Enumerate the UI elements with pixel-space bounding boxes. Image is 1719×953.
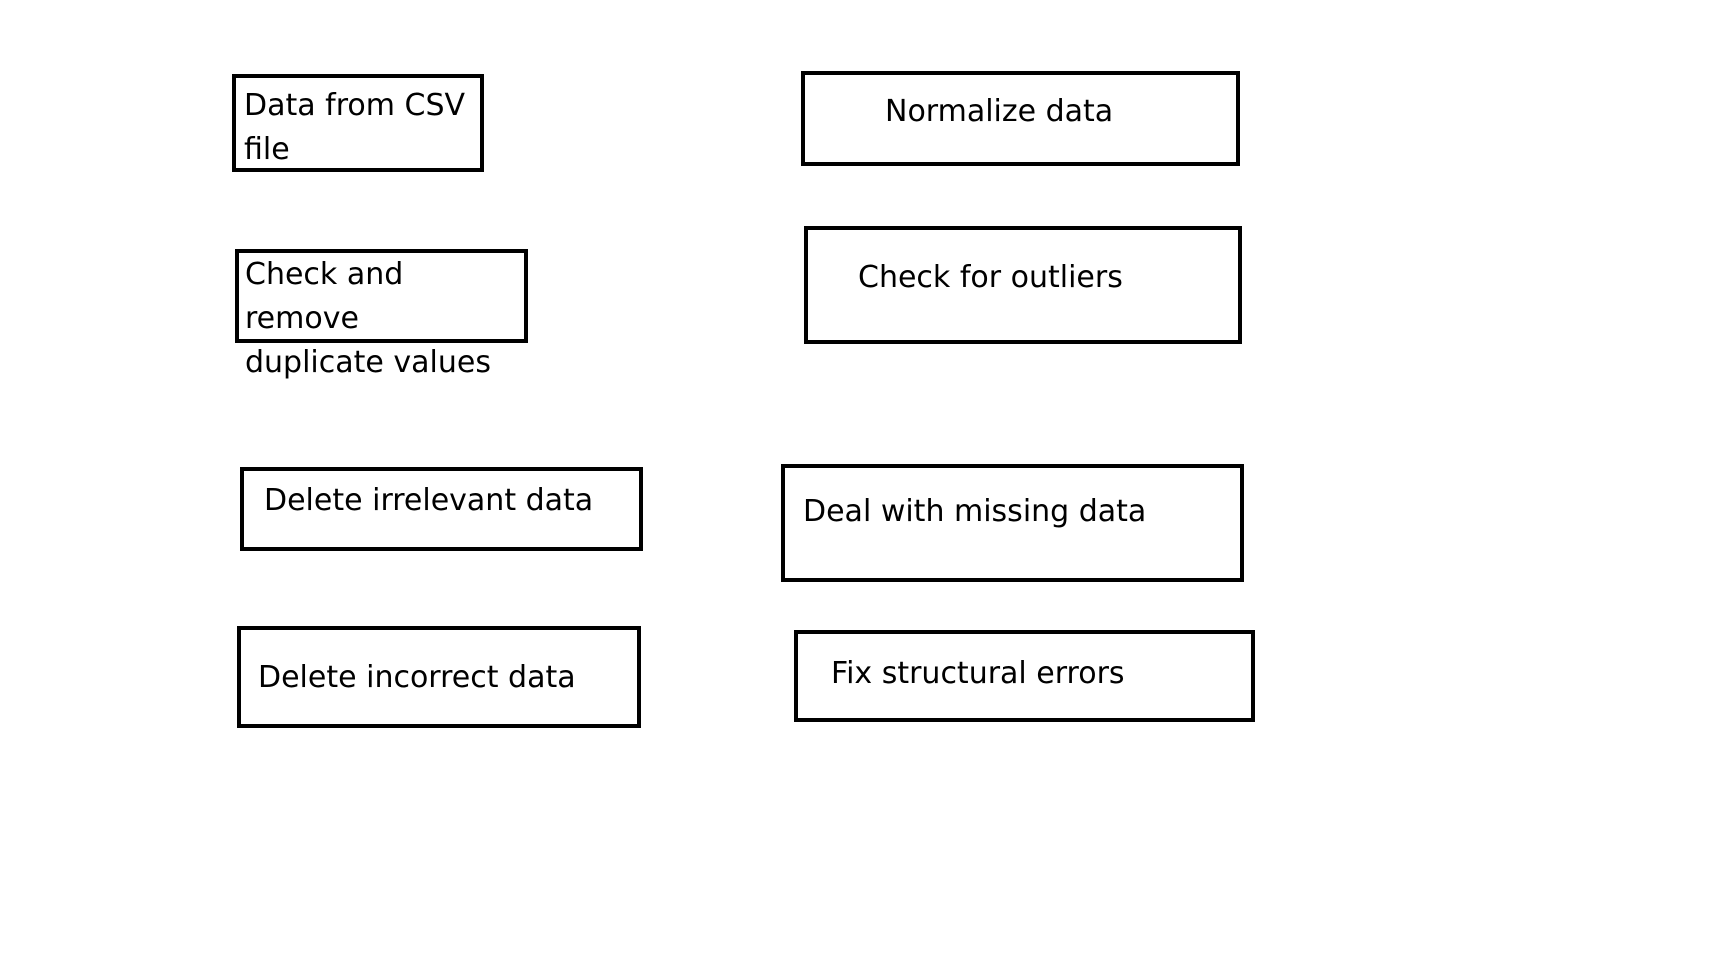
- box-deal-with-missing-data: Deal with missing data: [781, 464, 1244, 582]
- box-label: Data from CSV file: [244, 88, 466, 167]
- box-check-remove-duplicates: Check and remove duplicate values: [235, 249, 528, 380]
- box-label: Fix structural errors: [831, 656, 1125, 691]
- box-label: Delete irrelevant data: [264, 483, 594, 518]
- box-fix-structural-errors: Fix structural errors: [794, 630, 1255, 722]
- box-label: Deal with missing data: [803, 494, 1147, 529]
- box-delete-incorrect-data: Delete incorrect data: [237, 626, 641, 728]
- box-data-from-csv: Data from CSV file: [232, 74, 484, 172]
- box-label: Delete incorrect data: [258, 660, 576, 695]
- box-label: Check and remove duplicate values: [245, 257, 491, 380]
- box-delete-irrelevant-data: Delete irrelevant data: [240, 467, 643, 551]
- box-normalize-data: Normalize data: [801, 71, 1240, 166]
- box-check-for-outliers: Check for outliers: [804, 226, 1242, 344]
- box-label: Normalize data: [885, 94, 1114, 129]
- box-label: Check for outliers: [858, 260, 1123, 295]
